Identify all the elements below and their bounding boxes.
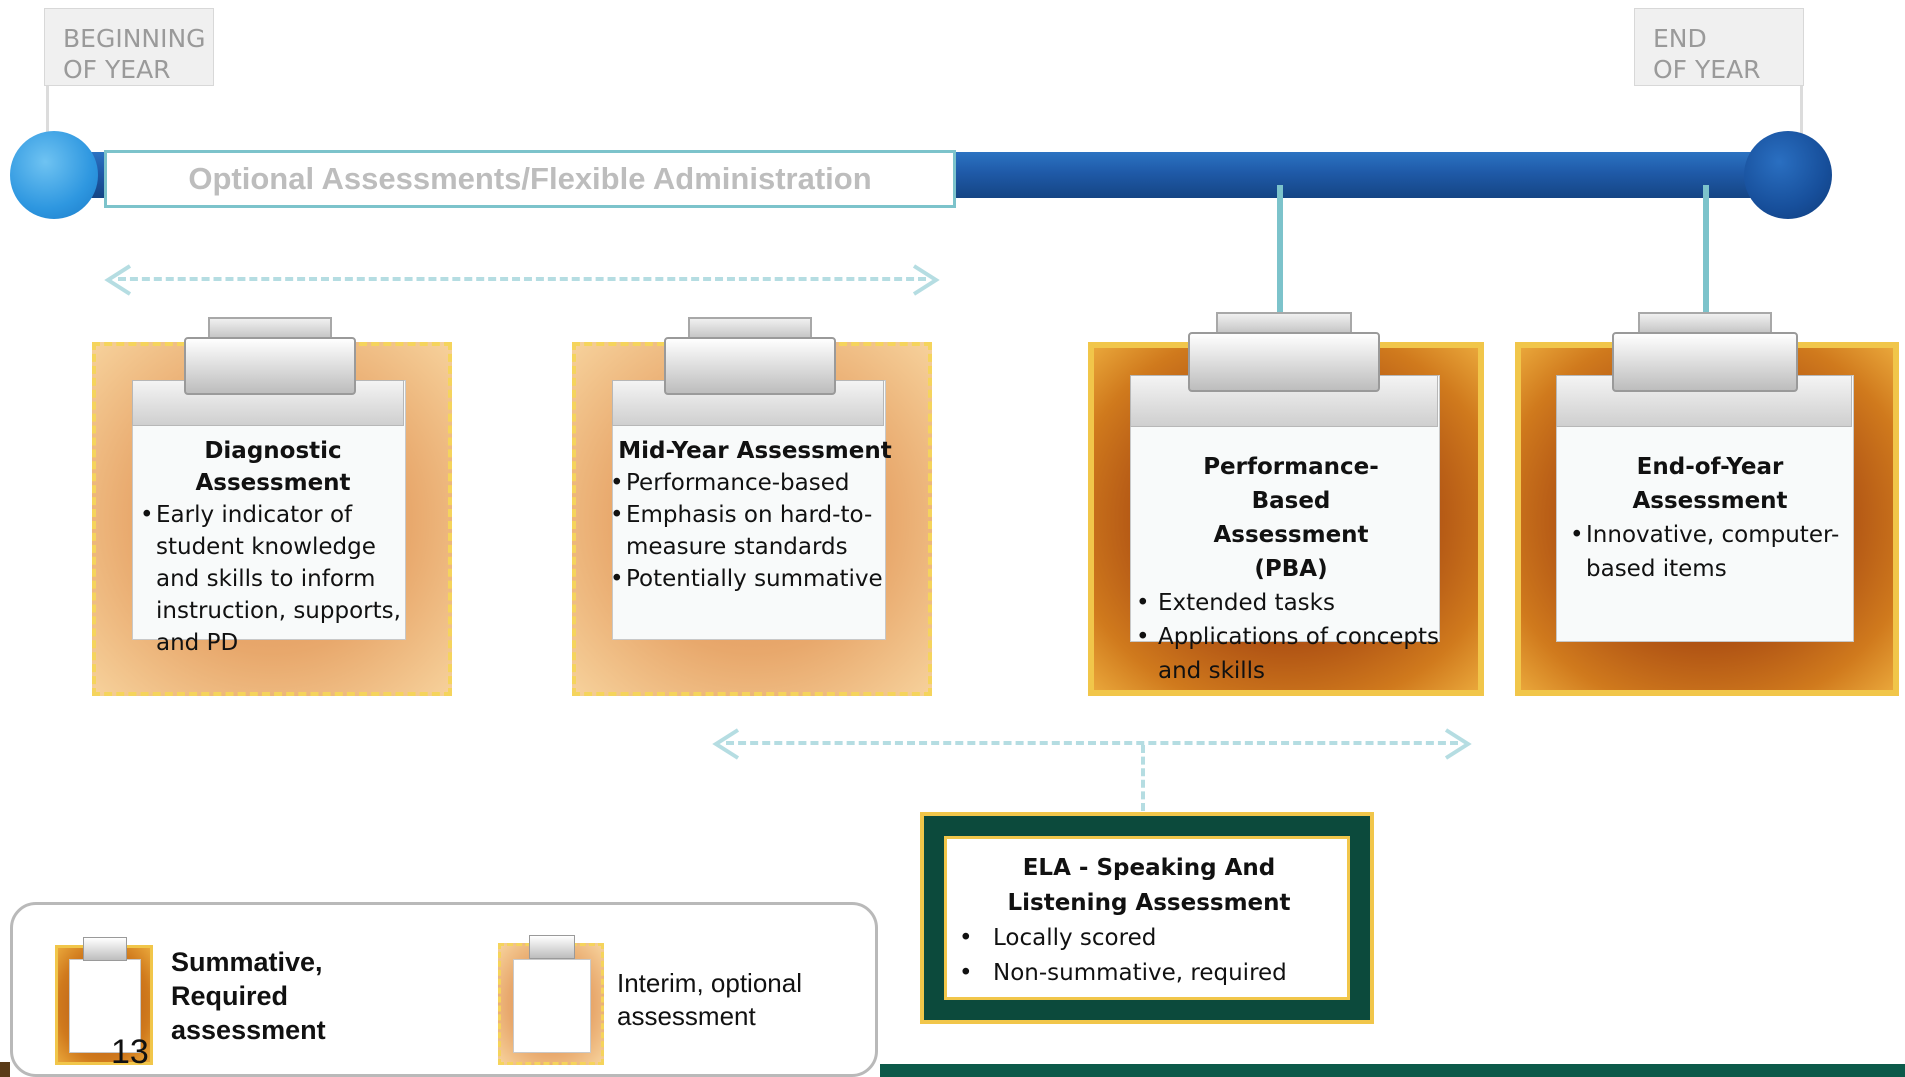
legend-interim-label: Interim, optional assessment [617, 968, 802, 1031]
pba-clip-icon [1188, 332, 1380, 392]
legend-summative-paper [69, 959, 141, 1053]
pba-title: Performance-Based Assessment (PBA) [1203, 454, 1379, 582]
midyear-bullet-1: Performance-based [610, 467, 900, 499]
ela-arrow-left-head [712, 728, 740, 760]
eoy-connector [1703, 185, 1709, 312]
end-flag-pole [1800, 60, 1803, 140]
eoy-clip-icon [1612, 332, 1798, 392]
legend-interim-clip [529, 935, 575, 959]
optional-arrow-right-head [912, 264, 940, 296]
ela-connector [1141, 745, 1145, 811]
footer-bar [880, 1064, 1905, 1077]
diagnostic-bullets: Early indicator of student knowledge and… [140, 499, 406, 659]
corner-mark [0, 1062, 10, 1077]
ela-bullets: Locally scored Non-summative, required [959, 921, 1339, 991]
ela-assessment-box: ELA - Speaking And Listening Assessment … [920, 812, 1374, 1024]
pba-connector [1277, 185, 1283, 312]
midyear-text: Mid-Year Assessment Performance-based Em… [610, 435, 900, 595]
ela-assessment-inner: ELA - Speaking And Listening Assessment … [944, 836, 1350, 1000]
eoy-bullet-1: Innovative, computer-based items [1570, 518, 1850, 586]
midyear-title: Mid-Year Assessment [618, 438, 892, 464]
eoy-bullets: Innovative, computer-based items [1570, 518, 1850, 586]
end-flag-line-2: OF YEAR [1653, 55, 1761, 84]
start-flag-line-1: BEGINNING [63, 24, 206, 53]
midyear-bullet-2: Emphasis on hard-to-measure standards [610, 499, 900, 563]
eoy-text: End-of-Year Assessment Innovative, compu… [1570, 450, 1850, 586]
ela-bullet-1: Locally scored [959, 921, 1339, 956]
midyear-bullets: Performance-based Emphasis on hard-to-me… [610, 467, 900, 595]
legend-summative-label: Summative, Required assessment [171, 947, 326, 1045]
diagnostic-text: Diagnostic Assessment Early indicator of… [140, 435, 406, 659]
ela-title: ELA - Speaking And Listening Assessment [1007, 855, 1291, 916]
optional-range-arrow [118, 277, 926, 281]
timeline-start-dot [10, 131, 98, 219]
legend-interim-paper [513, 959, 591, 1053]
optional-assessments-label: Optional Assessments/Flexible Administra… [104, 150, 956, 208]
eoy-title: End-of-Year Assessment [1632, 454, 1788, 514]
diagnostic-title: Diagnostic Assessment [195, 438, 351, 496]
ela-text: ELA - Speaking And Listening Assessment … [959, 851, 1339, 991]
pba-bullets: Extended tasks Applications of concepts … [1136, 586, 1446, 688]
page-number: 13 [111, 1033, 149, 1071]
ela-range-arrow [726, 741, 1458, 745]
start-flag-line-2: OF YEAR [63, 55, 171, 84]
start-flag-pole [46, 60, 49, 140]
start-of-year-flag: BEGINNING OF YEAR [44, 8, 214, 86]
legend-summative-clip [83, 937, 127, 961]
legend: Summative, Required assessment Interim, … [10, 902, 878, 1077]
end-flag-line-1: END [1653, 24, 1707, 53]
pba-text: Performance-Based Assessment (PBA) Exten… [1136, 450, 1446, 688]
pba-bullet-1: Extended tasks [1136, 586, 1446, 620]
optional-arrow-left-head [104, 264, 132, 296]
ela-bullet-2: Non-summative, required [959, 956, 1339, 991]
end-of-year-flag: END OF YEAR [1634, 8, 1804, 86]
midyear-bullet-3: Potentially summative [610, 563, 900, 595]
timeline-end-dot [1744, 131, 1832, 219]
midyear-clip-icon [664, 337, 836, 395]
ela-arrow-right-head [1444, 728, 1472, 760]
diagnostic-bullet-1: Early indicator of student knowledge and… [140, 499, 406, 659]
pba-bullet-2: Applications of concepts and skills [1136, 620, 1446, 688]
diagnostic-clip-icon [184, 337, 356, 395]
